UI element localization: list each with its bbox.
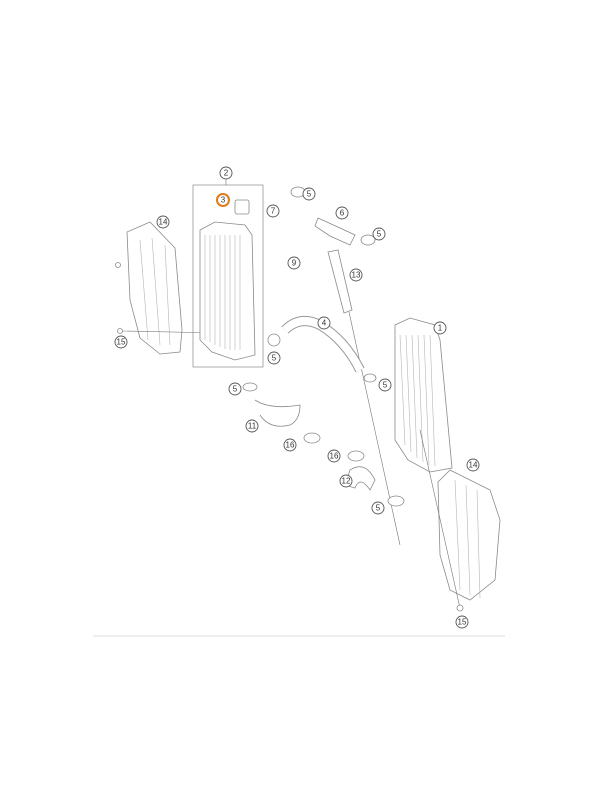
callout-7[interactable]: 7 [266,204,280,218]
callout-13[interactable]: 13 [349,268,363,282]
callout-1[interactable]: 1 [433,321,447,335]
svg-text:15: 15 [117,338,126,347]
svg-text:5: 5 [376,504,381,513]
svg-text:7: 7 [271,207,276,216]
hose-12 [344,466,376,491]
callout-5[interactable]: 5 [371,501,385,515]
callout-5[interactable]: 5 [302,187,316,201]
callout-14[interactable]: 14 [466,458,480,472]
hose-11 [254,399,301,427]
svg-text:5: 5 [233,385,238,394]
callout-14[interactable]: 14 [156,215,170,229]
svg-text:1: 1 [438,324,443,333]
callout-16[interactable]: 16 [283,438,297,452]
right-radiator [394,317,453,473]
hose-clamps [242,186,405,507]
svg-text:12: 12 [342,477,351,486]
hose-13 [327,249,353,314]
svg-text:5: 5 [377,230,382,239]
callout-2[interactable]: 2 [219,166,233,180]
bolt-icon [117,328,123,334]
callout-5[interactable]: 5 [372,227,386,241]
callout-4[interactable]: 4 [317,316,331,330]
callout-11[interactable]: 11 [245,419,259,433]
svg-text:11: 11 [248,422,257,431]
svg-text:14: 14 [469,461,478,470]
radiator-cap-3 [234,199,250,215]
callout-5[interactable]: 5 [267,351,281,365]
callout-16[interactable]: 16 [327,449,341,463]
svg-text:9: 9 [292,259,297,268]
svg-text:3: 3 [221,196,226,205]
bolt-icon [115,262,121,268]
svg-text:13: 13 [352,271,361,280]
callout-9[interactable]: 9 [287,256,301,270]
left-radiator-shroud [126,221,183,355]
right-radiator-shroud [437,469,501,601]
assembly-box-2 [192,184,264,368]
callout-6[interactable]: 6 [335,206,349,220]
svg-text:16: 16 [330,452,339,461]
callout-3-highlighted[interactable]: 3 [216,193,230,207]
svg-text:5: 5 [272,354,277,363]
callout-15[interactable]: 15 [455,615,469,629]
left-radiator [199,199,256,361]
svg-text:5: 5 [307,190,312,199]
svg-text:6: 6 [340,209,345,218]
callout-5[interactable]: 5 [378,378,392,392]
svg-text:15: 15 [458,618,467,627]
svg-text:5: 5 [383,381,388,390]
hose-connector-6 [314,217,356,246]
callout-12[interactable]: 12 [339,474,353,488]
svg-text:4: 4 [322,319,327,328]
svg-text:2: 2 [224,169,229,178]
callout-5[interactable]: 5 [228,382,242,396]
callout-15[interactable]: 15 [114,335,128,349]
svg-text:16: 16 [286,441,295,450]
svg-text:14: 14 [159,218,168,227]
bolt-icon [456,604,464,612]
